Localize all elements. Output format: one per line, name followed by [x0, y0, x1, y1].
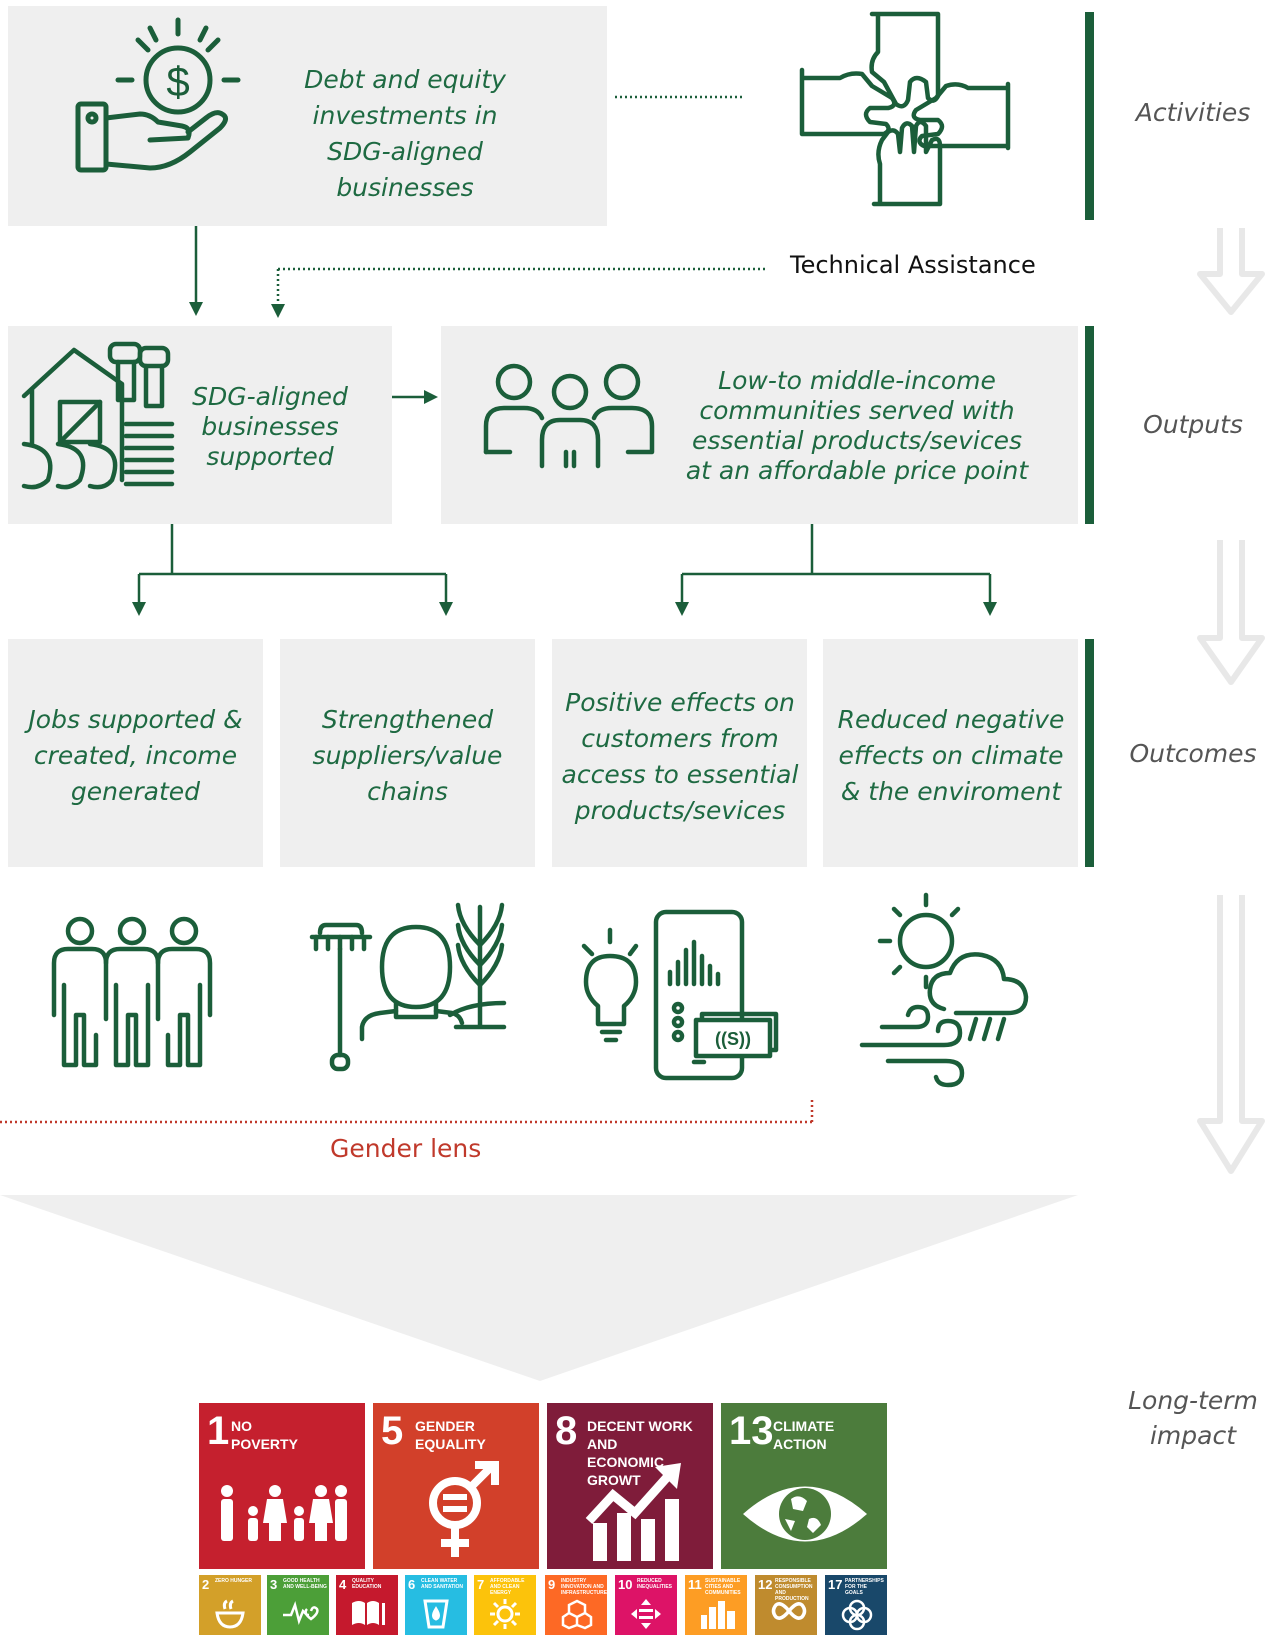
output-communities-text: Low-to middle-income communities served …: [685, 366, 1029, 485]
workers-group-icon: [51, 916, 213, 1068]
bowl-icon: [215, 1599, 245, 1629]
sdg-small-17-number: 17: [828, 1577, 843, 1592]
heartbeat-icon: [283, 1600, 319, 1626]
sdg-small-7-number: 7: [477, 1577, 485, 1592]
sdg-small-tile-17: 17 PARTNERSHIPS FOR THE GOALS: [825, 1575, 887, 1635]
farm-icon: [21, 341, 175, 490]
sdg-5-number: 5: [381, 1409, 404, 1453]
activity-down-arrow: [189, 226, 203, 316]
outcome-jobs-text: Jobs supported & created, income generat…: [28, 705, 243, 806]
sdg-small-6-label: CLEAN WATER AND SANITATION: [421, 1578, 464, 1590]
investment-hand-icon: $: [75, 17, 241, 173]
activity-dotted-connector: [615, 95, 745, 99]
farmer-rake-wheat-icon: [309, 902, 507, 1072]
sun-power-icon: [490, 1599, 520, 1629]
level-flow-arrow-1: [1197, 228, 1265, 315]
outcome-climate-text: Reduced negative effects on climate & th…: [837, 705, 1065, 806]
outputs-level-bar: [1085, 326, 1094, 524]
level-flow-arrow-3: [1197, 895, 1265, 1174]
cubes-icon: [561, 1599, 593, 1630]
sdg-small-tile-7: 7 AFFORDABLE AND CLEAN ENERGY: [474, 1575, 536, 1635]
level-outputs: Outputs: [1143, 410, 1243, 439]
sdg-small-10-label: REDUCED INEQUALITIES: [637, 1578, 673, 1590]
sdg-8-number: 8: [555, 1409, 578, 1453]
sdg-small-3-number: 3: [270, 1577, 278, 1592]
outcome-branch-right: [675, 524, 997, 616]
gender-lens-label: Gender lens: [330, 1134, 482, 1163]
svg-text:$: $: [166, 58, 189, 105]
sdg-1-number: 1: [207, 1409, 230, 1453]
activity-text: Debt and equity investments in SDG-align…: [304, 65, 506, 202]
sdg-small-12-number: 12: [758, 1577, 773, 1592]
outcome-box-climate: [823, 639, 1078, 867]
sdg-small-2-label: ZERO HUNGER: [215, 1578, 252, 1584]
helping-hands-icon: [799, 11, 1011, 207]
outcome-box-jobs: [8, 639, 263, 867]
activities-level-bar: [1085, 12, 1094, 220]
sdg-small-6-number: 6: [408, 1577, 416, 1592]
impact-funnel-triangle: [0, 1195, 1078, 1381]
output-right-arrow: [392, 390, 438, 404]
gender-lens-bracket: [0, 1100, 814, 1124]
sdg-small-10-number: 10: [618, 1577, 633, 1592]
sdg-small-tile-12: 12 RESPONSIBLE CONSUMPTION AND PRODUCTIO…: [755, 1575, 817, 1635]
mobile-money-idea-icon: ((S)): [581, 909, 779, 1081]
technical-assistance-connector: [271, 267, 765, 318]
sdg-small-11-label: SUSTAINABLE CITIES AND COMMUNITIES: [705, 1578, 741, 1596]
water-glass-icon: [423, 1599, 449, 1629]
technical-assistance-label: Technical Assistance: [790, 251, 1036, 279]
family-icon: [221, 1485, 347, 1541]
outcome-suppliers-text: Strengthened suppliers/value chains: [312, 705, 503, 806]
sdg-small-9-number: 9: [548, 1577, 556, 1592]
level-impact-line1: Long-term: [1128, 1386, 1258, 1415]
infinity-icon: [771, 1602, 807, 1620]
sdg-small-9-label: INDUSTRY INNOVATION AND INFRASTRUCTURE: [561, 1578, 607, 1596]
sdg-small-tile-2: 2 ZERO HUNGER: [199, 1575, 261, 1635]
output-business-box: [8, 326, 392, 524]
weather-sun-cloud-wind-icon: [859, 892, 1029, 1088]
sdg-small-11-number: 11: [688, 1577, 702, 1592]
partnership-flower-icon: [841, 1599, 873, 1631]
outcome-branch-left: [132, 524, 453, 616]
gender-equality-icon: [429, 1461, 499, 1557]
level-activities: Activities: [1135, 98, 1251, 127]
sdg-13-number: 13: [729, 1409, 774, 1453]
sdg-small-3-label: GOOD HEALTH AND WELL-BEING: [283, 1578, 327, 1590]
outcome-customers-text: Positive effects on customers from acces…: [561, 688, 799, 825]
equals-arrows-icon: [631, 1599, 661, 1629]
city-buildings-icon: [701, 1601, 735, 1629]
svg-text:((S)): ((S)): [715, 1029, 751, 1049]
outcomes-level-bar: [1085, 639, 1094, 867]
sdg-small-tile-11: 11 SUSTAINABLE CITIES AND COMMUNITIES: [685, 1575, 747, 1635]
sdg-small-4-label: QUALITY EDUCATION: [352, 1578, 382, 1590]
sdg-small-12-label: RESPONSIBLE CONSUMPTION AND PRODUCTION: [775, 1578, 813, 1602]
community-people-icon: [483, 363, 655, 469]
sdg-small-tile-10: 10 REDUCED INEQUALITIES: [615, 1575, 677, 1635]
sdg-small-tile-4: 4 QUALITY EDUCATION: [336, 1575, 398, 1635]
book-pencil-icon: [352, 1601, 385, 1625]
sdg-small-tile-6: 6 CLEAN WATER AND SANITATION: [405, 1575, 467, 1635]
earth-eye-icon: [743, 1486, 867, 1542]
sdg-small-17-label: PARTNERSHIPS FOR THE GOALS: [845, 1578, 884, 1596]
output-business-text: SDG-aligned businesses supported: [192, 382, 348, 471]
level-outcomes: Outcomes: [1129, 739, 1257, 768]
sdg-small-7-label: AFFORDABLE AND CLEAN ENERGY: [490, 1578, 525, 1596]
sdg-small-tile-3: 3 GOOD HEALTH AND WELL-BEING: [267, 1575, 329, 1635]
growth-chart-icon: [585, 1463, 681, 1561]
sdg-small-2-number: 2: [202, 1577, 210, 1592]
outcome-box-customers: [552, 639, 807, 867]
sdg-small-4-number: 4: [339, 1577, 347, 1592]
sdg-small-tile-9: 9 INDUSTRY INNOVATION AND INFRASTRUCTURE: [545, 1575, 607, 1635]
level-flow-arrow-2: [1197, 540, 1265, 685]
outcome-box-suppliers: [280, 639, 535, 867]
level-impact-line2: impact: [1149, 1421, 1237, 1450]
